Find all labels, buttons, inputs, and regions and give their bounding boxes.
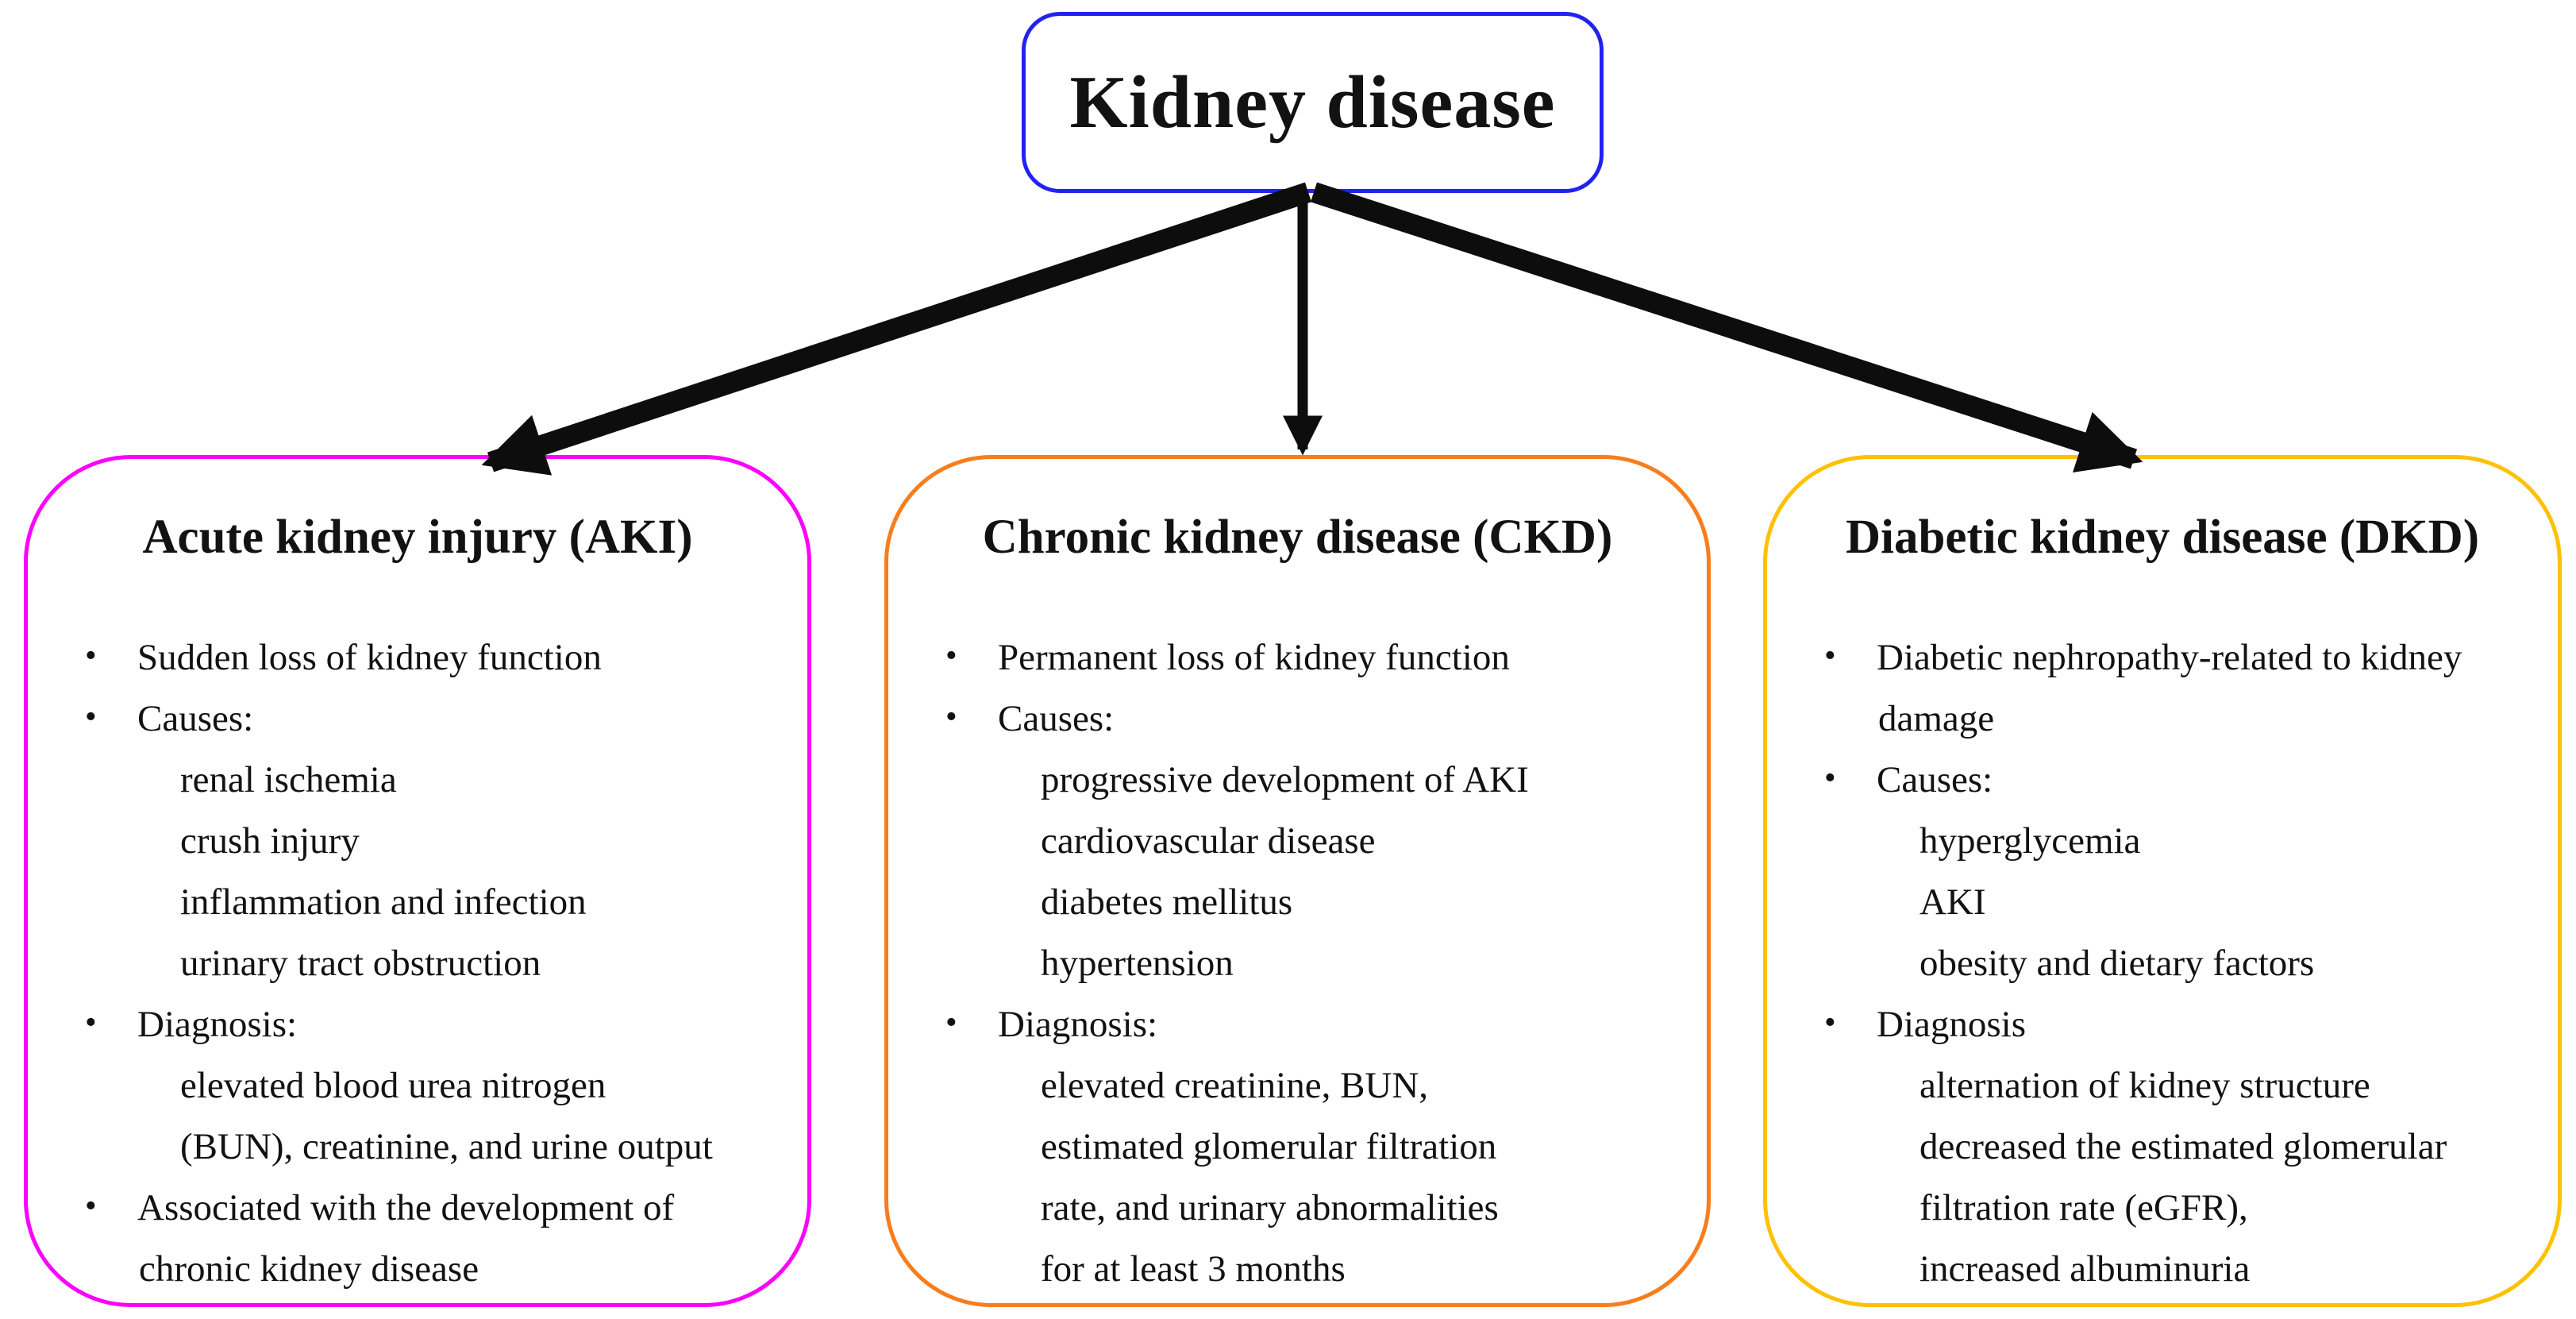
ckd-node: Chronic kidney disease (CKD) • Permanent … xyxy=(884,455,1711,1307)
list-line: alternation of kidney structure xyxy=(1767,1055,2558,1117)
bullet-dot: • xyxy=(945,638,957,674)
bullet-dot: • xyxy=(1824,760,1836,796)
list-line: hyperglycemia xyxy=(1767,811,2558,872)
bullet-dot: • xyxy=(85,1005,97,1041)
list-line-text: Sudden loss of kidney function xyxy=(137,637,602,678)
list-line-text: elevated blood urea nitrogen xyxy=(180,1065,606,1106)
list-line: diabetes mellitus xyxy=(888,872,1707,933)
list-line-text: urinary tract obstruction xyxy=(180,943,541,984)
list-line-text: rate, and urinary abnormalities xyxy=(1041,1187,1499,1228)
list-line: damage xyxy=(1767,688,2558,750)
ckd-bullet-list: • Permanent loss of kidney function • Caus… xyxy=(888,627,1707,1300)
root-node-kidney-disease: Kidney disease xyxy=(1022,12,1604,193)
ckd-node-title: Chronic kidney disease (CKD) xyxy=(982,511,1613,564)
list-line: estimated glomerular filtration xyxy=(888,1117,1707,1178)
bullet-dot: • xyxy=(1824,1005,1836,1041)
list-line: • Causes: xyxy=(28,688,807,750)
list-line: inflammation and infection xyxy=(28,872,807,933)
list-line-text: alternation of kidney structure xyxy=(1919,1065,2370,1106)
bullet-dot: • xyxy=(1824,638,1836,674)
bullet-dot: • xyxy=(85,638,97,674)
list-line-text: (BUN), creatinine, and urine output xyxy=(180,1126,713,1167)
list-line: decreased the estimated glomerular xyxy=(1767,1117,2558,1178)
aki-node-title: Acute kidney injury (AKI) xyxy=(142,511,693,564)
list-line-text: Diagnosis: xyxy=(998,1004,1158,1045)
list-line-text: Causes: xyxy=(998,698,1115,739)
list-line-text: for at least 3 months xyxy=(1041,1248,1346,1290)
list-line: • Diabetic nephropathy-related to kidney xyxy=(1767,627,2558,688)
list-line: • Sudden loss of kidney function xyxy=(28,627,807,688)
list-line: cardiovascular disease xyxy=(888,811,1707,872)
list-line: progressive development of AKI xyxy=(888,750,1707,811)
list-line: • Diagnosis: xyxy=(888,994,1707,1055)
dkd-node-title: Diabetic kidney disease (DKD) xyxy=(1845,511,2480,564)
list-line: filtration rate (eGFR), xyxy=(1767,1178,2558,1239)
list-line: AKI xyxy=(1767,872,2558,933)
bullet-dot: • xyxy=(945,699,957,735)
list-line-text: Diabetic nephropathy-related to kidney xyxy=(1877,637,2462,678)
list-line-text: crush injury xyxy=(180,820,360,862)
dkd-node: Diabetic kidney disease (DKD) • Diabetic … xyxy=(1763,455,2562,1307)
list-line: hypertension xyxy=(888,933,1707,994)
list-line: obesity and dietary factors xyxy=(1767,933,2558,994)
bullet-dot: • xyxy=(945,1005,957,1041)
list-line-text: Diagnosis xyxy=(1877,1004,2026,1045)
list-line: increased albuminuria xyxy=(1767,1239,2558,1300)
list-line-text: cardiovascular disease xyxy=(1041,820,1376,862)
list-line: renal ischemia xyxy=(28,750,807,811)
list-line-text: Associated with the development of xyxy=(137,1187,675,1228)
list-line-text: increased albuminuria xyxy=(1919,1248,2251,1290)
list-line-text: estimated glomerular filtration xyxy=(1041,1126,1497,1167)
list-line-text: AKI xyxy=(1919,881,1986,923)
list-line: urinary tract obstruction xyxy=(28,933,807,994)
list-line-text: hypertension xyxy=(1041,943,1234,984)
list-line: for at least 3 months xyxy=(888,1239,1707,1300)
dkd-bullet-list: •Diabetic nephropathy-related to kidney … xyxy=(1767,627,2558,1300)
list-line-text: obesity and dietary factors xyxy=(1919,943,2315,984)
list-line: • Causes: xyxy=(1767,750,2558,811)
list-line: • Diagnosis xyxy=(1767,994,2558,1055)
arrow-root-to-aki xyxy=(481,182,1312,476)
list-line-text: filtration rate (eGFR), xyxy=(1919,1187,2248,1228)
list-line-text: Diagnosis: xyxy=(137,1004,298,1045)
list-line: (BUN), creatinine, and urine output xyxy=(28,1117,807,1178)
list-line: rate, and urinary abnormalities xyxy=(888,1178,1707,1239)
aki-bullet-list: • Sudden loss of kidney function • Causes:… xyxy=(28,627,807,1300)
list-line-text: Causes: xyxy=(137,698,254,739)
list-line-text: inflammation and infection xyxy=(180,881,587,923)
arrow-root-to-dkd xyxy=(1310,182,2143,473)
list-line-text: progressive development of AKI xyxy=(1041,759,1529,800)
list-line-text: decreased the estimated glomerular xyxy=(1919,1126,2447,1167)
list-line-text: Permanent loss of kidney function xyxy=(998,637,1510,678)
list-line: • Diagnosis: xyxy=(28,994,807,1055)
list-line-text: diabetes mellitus xyxy=(1041,881,1293,923)
list-line: elevated creatinine, BUN, xyxy=(888,1055,1707,1117)
list-line: • Causes: xyxy=(888,688,1707,750)
list-line-text: renal ischemia xyxy=(180,759,397,800)
list-line-text: damage xyxy=(1878,698,1995,739)
list-line-text: chronic kidney disease xyxy=(139,1248,479,1290)
bullet-dot: • xyxy=(85,1188,97,1225)
list-line-text: Causes: xyxy=(1877,759,1993,800)
list-line: chronic kidney disease xyxy=(28,1239,807,1300)
root-node-label: Kidney disease xyxy=(1069,61,1556,144)
list-line: elevated blood urea nitrogen xyxy=(28,1055,807,1117)
list-line-text: elevated creatinine, BUN, xyxy=(1041,1065,1429,1106)
aki-node: Acute kidney injury (AKI) • Sudden loss o… xyxy=(24,455,811,1307)
list-line-text: hyperglycemia xyxy=(1919,820,2141,862)
list-line: crush injury xyxy=(28,811,807,872)
bullet-dot: • xyxy=(85,699,97,735)
list-line: • Permanent loss of kidney function xyxy=(888,627,1707,688)
list-line: • Associated with the development of xyxy=(28,1178,807,1239)
